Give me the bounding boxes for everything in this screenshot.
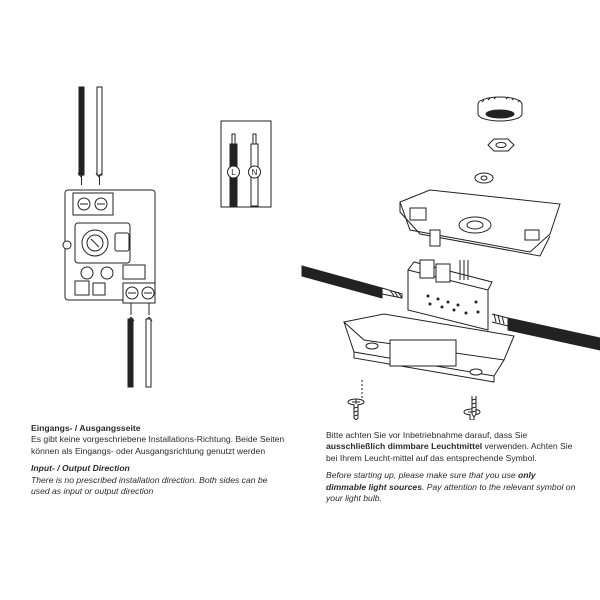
label-n: N xyxy=(252,168,258,177)
left-cable xyxy=(301,265,383,299)
left-text-block: Eingangs- / Ausgangsseite Es gibt keine … xyxy=(31,423,286,497)
en-heading-installation: Input- / Output Direction xyxy=(31,463,130,474)
bottom-wire-white xyxy=(145,318,152,388)
top-wire-black xyxy=(78,86,85,176)
screw-right-shank xyxy=(471,396,477,418)
bottom-wire-black xyxy=(127,318,134,388)
ln-wire-inset: L N xyxy=(220,120,272,208)
nut xyxy=(487,138,515,152)
label-l: L xyxy=(231,168,236,177)
screw-left xyxy=(347,398,365,420)
right-text-block: Bitte achten Sie vor Inbetriebnahme dara… xyxy=(326,430,576,504)
en-dimmable-notice: Before starting up, please make sure tha… xyxy=(326,470,576,504)
bottom-housing xyxy=(342,313,515,361)
dimmer-board xyxy=(407,269,489,331)
washer xyxy=(474,172,494,184)
inset-frame xyxy=(220,120,272,208)
de-dimmable-notice: Bitte achten Sie vor Inbetriebnahme dara… xyxy=(326,430,573,463)
right-cable xyxy=(507,317,600,351)
de-body-installation: Es gibt keine vorgeschriebene Installati… xyxy=(31,434,285,456)
exploded-assembly-illustration xyxy=(301,96,600,420)
de-heading-installation: Eingangs- / Ausgangsseite xyxy=(31,423,141,433)
en-body-installation: There is no prescribed installation dire… xyxy=(31,474,268,497)
top-wire-white xyxy=(96,86,103,176)
dimmer-wiring-illustration xyxy=(62,86,156,388)
